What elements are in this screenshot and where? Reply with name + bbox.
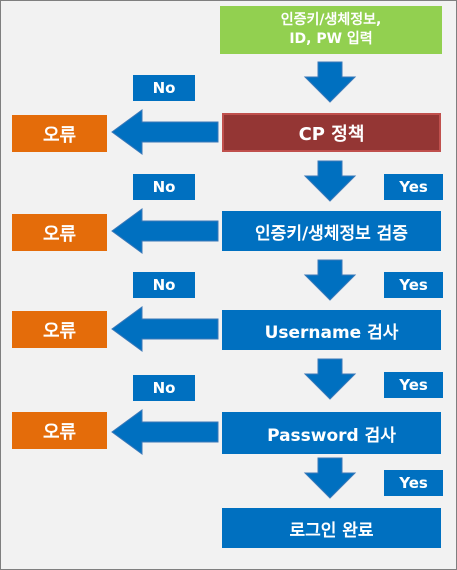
- error-box-2: 오류: [12, 214, 107, 251]
- input-step-box: 인증키/생체정보, ID, PW 입력: [220, 6, 442, 54]
- no-label-1: No: [133, 75, 195, 101]
- down-arrow-5: [303, 457, 357, 499]
- down-arrow-1: [303, 61, 357, 103]
- down-arrow-3: [303, 259, 357, 301]
- yes-label-3: Yes: [384, 372, 443, 398]
- error-box-1: 오류: [12, 115, 107, 152]
- left-arrow-3: [111, 306, 219, 352]
- down-arrow-4: [303, 358, 357, 400]
- yes-label-2: Yes: [384, 272, 443, 298]
- left-arrow-4: [111, 409, 219, 455]
- username-check-box: Username 검사: [222, 310, 441, 350]
- cp-policy-box: CP 정책: [222, 113, 441, 152]
- left-arrow-2: [111, 208, 219, 254]
- yes-label-1: Yes: [384, 174, 443, 200]
- error-box-4: 오류: [12, 412, 107, 449]
- password-check-box: Password 검사: [222, 412, 441, 454]
- no-label-4: No: [133, 375, 195, 401]
- no-label-2: No: [133, 174, 195, 200]
- login-complete-box: 로그인 완료: [222, 508, 441, 548]
- left-arrow-1: [111, 109, 219, 155]
- no-label-3: No: [133, 272, 195, 298]
- auth-check-box: 인증키/생체정보 검증: [222, 211, 441, 251]
- down-arrow-2: [303, 160, 357, 202]
- yes-label-4: Yes: [384, 470, 443, 496]
- error-box-3: 오류: [12, 311, 107, 348]
